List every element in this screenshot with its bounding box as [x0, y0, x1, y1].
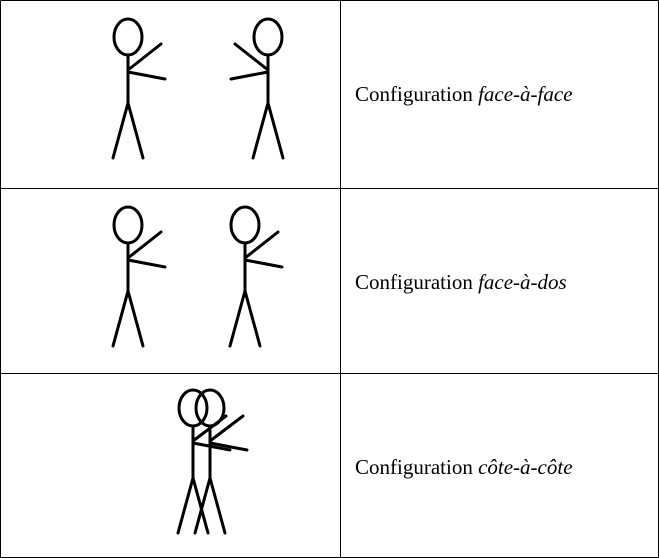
label-italic-term: côte-à-côte: [478, 455, 573, 479]
label-italic-term: face-à-dos: [478, 270, 567, 294]
label-face-a-face: Configuration face-à-face: [355, 84, 573, 105]
label-prefix: Configuration: [355, 455, 479, 479]
label-italic-term: face-à-face: [478, 82, 573, 106]
face-a-dos-figures-icon: [111, 205, 284, 348]
label-face-a-dos: Configuration face-à-dos: [355, 272, 567, 293]
face-a-face-figures-icon: [111, 17, 285, 160]
label-cote-a-cote: Configuration côte-à-côte: [355, 457, 573, 478]
label-prefix: Configuration: [355, 82, 479, 106]
label-prefix: Configuration: [355, 270, 479, 294]
cote-a-cote-figures-icon: [176, 388, 249, 535]
